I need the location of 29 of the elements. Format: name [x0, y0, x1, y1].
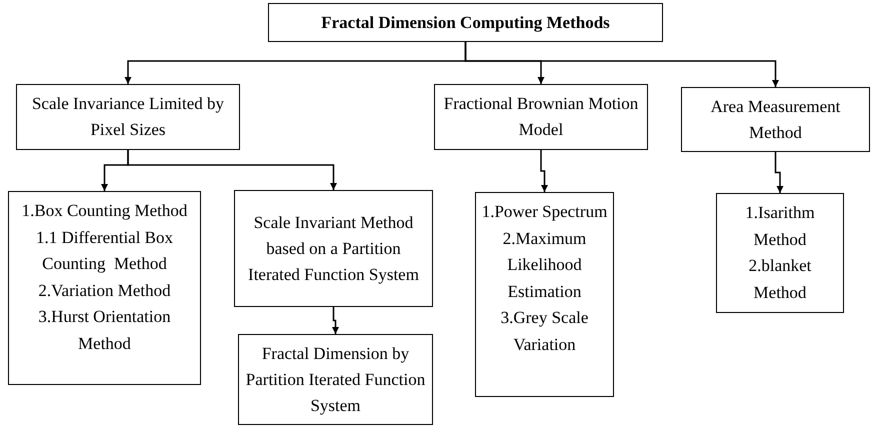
method-text: 3.Hurst Orientation Method	[37, 306, 172, 354]
method-box	[716, 193, 844, 313]
arrow	[464, 42, 779, 87]
method-text: 3.Grey Scale Variation	[500, 307, 590, 356]
method-text: 1.Box Counting Method	[22, 200, 188, 222]
method-box	[475, 192, 614, 397]
method-text: Fractal Dimension by Partition Iterated Function System	[244, 342, 426, 417]
method-text: 2.Variation Method	[38, 280, 171, 302]
method-box	[234, 190, 433, 307]
arrow	[774, 152, 784, 193]
title-box	[268, 3, 663, 42]
arrow	[332, 307, 339, 334]
method-text: 1.Isarithm Method	[744, 202, 816, 250]
method-text: Scale Invariance Limited by Pixel Sizes	[30, 93, 226, 141]
arrow	[127, 150, 337, 190]
method-text: 2.blanket Method	[748, 255, 812, 304]
method-box	[16, 84, 240, 150]
arrow	[540, 150, 548, 192]
method-text: Fractal Dimension Computing Methods	[321, 12, 610, 34]
method-text: 1.Power Spectrum	[482, 201, 608, 223]
method-text: Fractional Brownian Motion Model	[442, 93, 640, 141]
method-text: Area Measurement Method	[710, 96, 842, 144]
method-text: 2.Maximum Likelihood Estimation	[502, 228, 588, 302]
method-text: Scale Invariant Method based on a Partition Iterated Function System	[247, 212, 420, 286]
method-box	[238, 334, 433, 425]
method-box	[681, 87, 870, 152]
method-text: 1.1 Differential Box Counting Method	[34, 226, 174, 275]
method-box	[434, 84, 648, 150]
method-box	[8, 191, 201, 385]
